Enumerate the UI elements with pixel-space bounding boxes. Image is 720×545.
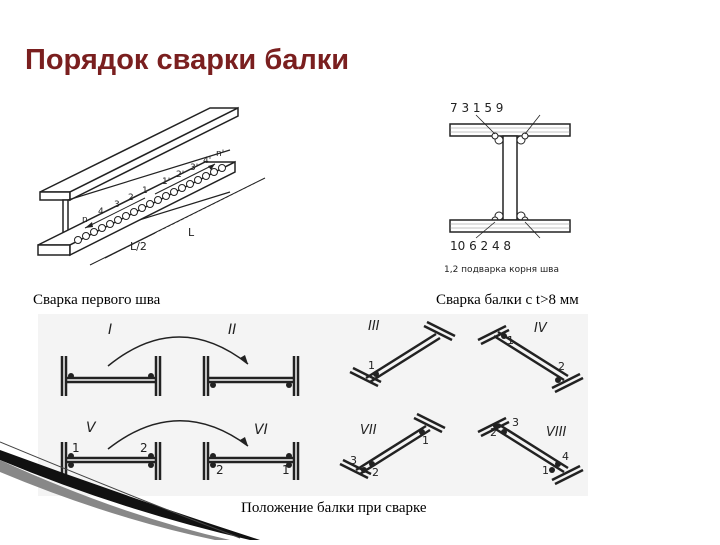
seq-label-4: 4 — [98, 207, 104, 217]
top-weld-numbers: 7 3 1 5 9 — [450, 101, 503, 115]
roman-VII: VII — [360, 423, 377, 438]
seq-label-3: 3 — [114, 200, 120, 210]
beam-positions-figure: I II V VI 1 2 2 1 — [38, 314, 588, 496]
seq-label-n: n — [82, 215, 88, 225]
weld-num-VI-1: 1 — [282, 463, 290, 477]
seq-label-2: 2 — [128, 193, 134, 203]
roman-I: I — [108, 322, 112, 338]
seq-label-np: n' — [216, 149, 224, 159]
weld-num-VII-1: 1 — [422, 434, 429, 447]
seq-label-2p: 2' — [176, 170, 184, 180]
weld-num-VIII-4: 4 — [562, 450, 569, 463]
roman-IV: IV — [534, 321, 548, 336]
roman-VI: VI — [254, 422, 268, 438]
weld-num-VIII-1: 1 — [542, 464, 549, 477]
seq-label-3p: 3' — [190, 163, 198, 173]
bottom-weld-numbers: 10 6 2 4 8 — [450, 239, 511, 253]
weld-num-III-1: 1 — [368, 359, 375, 372]
decorative-corner-sweep — [0, 420, 260, 545]
weld-num-VII-3: 3 — [350, 454, 357, 467]
dim-half-label: L/2 — [130, 240, 147, 253]
roman-II: II — [228, 322, 236, 338]
caption-first-seam: Сварка первого шва — [33, 292, 161, 308]
cross-section-figure: 7 3 1 5 9 10 6 2 4 8 1,2 подварка корня … — [440, 98, 580, 288]
weld-num-VIII-3: 3 — [512, 416, 519, 429]
caption-thick-beam: Сварка балки с t>8 мм — [436, 292, 579, 308]
root-weld-note: 1,2 подварка корня шва — [444, 265, 559, 275]
weld-num-IV-1: 1 — [507, 334, 514, 347]
slide-title: Порядок сварки балки — [25, 44, 350, 76]
seq-label-4p: 4' — [203, 156, 211, 166]
roman-VIII: VIII — [546, 425, 567, 440]
weld-num-V-1: 1 — [72, 441, 80, 455]
caption-positions: Положение балки при сварке — [241, 500, 427, 516]
weld-num-IV-2: 2 — [558, 360, 565, 373]
beam-first-seam-figure: n 4 3 2 1 1' 2' 3' 4' n' L/2 L — [30, 100, 280, 270]
weld-num-V-2: 2 — [140, 441, 148, 455]
seq-label-1: 1 — [142, 186, 148, 196]
weld-num-VII-2: 2 — [372, 466, 379, 479]
roman-V: V — [86, 420, 97, 436]
weld-num-VI-2: 2 — [216, 463, 224, 477]
dim-full-label: L — [188, 226, 195, 239]
seq-label-1p: 1' — [162, 177, 170, 187]
roman-III: III — [368, 319, 380, 334]
weld-num-VIII-2: 2 — [490, 426, 497, 439]
